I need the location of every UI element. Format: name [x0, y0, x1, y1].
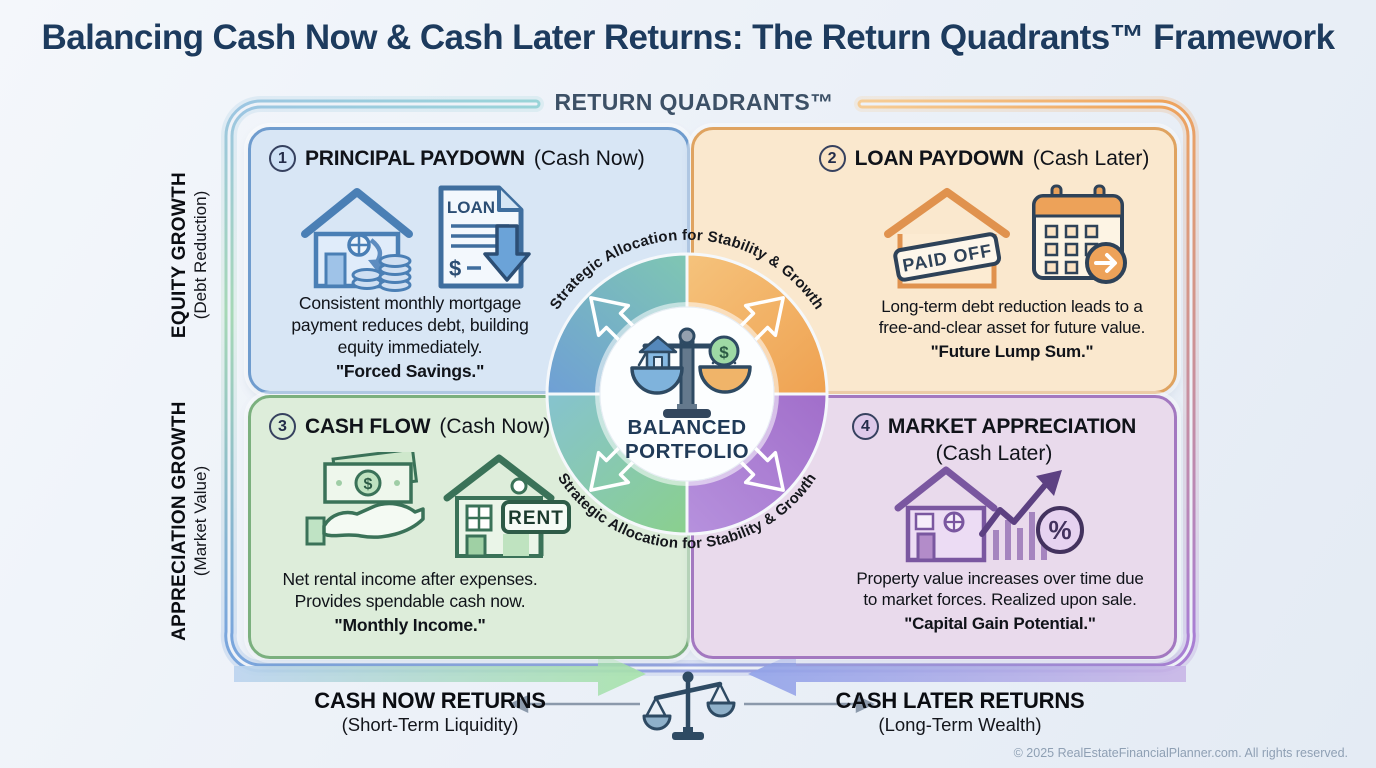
quadrant-4-header: 4 MARKET APPRECIATION (Cash Later) [694, 398, 1174, 466]
quadrant-4-description: Property value increases over time due t… [828, 568, 1172, 634]
quadrant-1-description: Consistent monthly mortgage payment redu… [251, 292, 569, 382]
loan-label: LOAN [447, 198, 495, 217]
desc-line: Property value increases over time due [856, 569, 1144, 588]
quadrant-market-appreciation: 4 MARKET APPRECIATION (Cash Later) [691, 395, 1177, 659]
quadrant-2-timing: (Cash Later) [1032, 146, 1150, 170]
quadrant-4-title: MARKET APPRECIATION [887, 414, 1137, 438]
quadrant-3-header: 3 CASH FLOW (Cash Now) [251, 398, 687, 440]
percent-glyph: % [1048, 515, 1071, 545]
axis-label-sub: (Long-Term Wealth) [878, 714, 1042, 735]
axis-label-cash-now-returns: CASH NOW RETURNS (Short-Term Liquidity) [280, 688, 580, 736]
desc-line: free-and-clear asset for future value. [878, 318, 1146, 338]
quadrant-3-timing: (Cash Now) [439, 414, 551, 438]
desc-line: payment reduces debt, building [291, 315, 529, 336]
desc-line: Long-term debt reduction leads to a [881, 297, 1143, 316]
quadrant-4-icons: % [894, 462, 1090, 564]
paid-off-house-icon: PAID OFF [884, 188, 1010, 289]
quadrant-3-quote: "Monthly Income." [334, 615, 486, 636]
rent-sign-label: RENT [508, 508, 564, 529]
rent-house-icon: RENT [443, 454, 571, 558]
axis-label-main: CASH NOW RETURNS [314, 688, 546, 713]
quadrant-3-icons: $ RENT [305, 452, 573, 562]
desc-line: Provides spendable cash now. [294, 591, 526, 612]
quadrant-2-number-badge: 2 [818, 145, 846, 172]
quadrant-1-timing: (Cash Now) [533, 146, 645, 170]
quadrant-3-description: Net rental income after expenses. Provid… [251, 568, 569, 636]
quadrant-cash-flow: 3 CASH FLOW (Cash Now) $ [248, 395, 690, 659]
quadrant-principal-paydown: 1 PRINCIPAL PAYDOWN (Cash Now) [248, 127, 690, 394]
page-title: Balancing Cash Now & Cash Later Returns:… [41, 18, 1335, 57]
axis-label-main: CASH LATER RETURNS [835, 688, 1085, 713]
quadrant-4-quote: "Capital Gain Potential." [904, 613, 1096, 633]
quadrant-1-icons: LOAN $ [297, 182, 537, 292]
quadrant-2-header: 2 LOAN PAYDOWN (Cash Later) [694, 130, 1174, 172]
desc-line: to market forces. Realized upon sale. [863, 590, 1137, 610]
axis-label-sub: (Debt Reduction) [191, 190, 210, 320]
quadrant-3-number-badge: 3 [269, 413, 296, 440]
quadrant-1-number-badge: 1 [269, 145, 296, 172]
loan-document-icon: LOAN $ [438, 185, 531, 289]
axis-label-main: EQUITY GROWTH [169, 171, 190, 339]
dollar-glyph: $ [364, 476, 373, 493]
quadrant-2-icons: PAID OFF [880, 184, 1130, 292]
quadrant-1-title: PRINCIPAL PAYDOWN [305, 146, 525, 170]
quadrant-4-number-badge: 4 [851, 413, 879, 440]
money-in-hand-icon: $ [305, 452, 425, 546]
quadrant-2-description: Long-term debt reduction leads to a free… [854, 296, 1170, 362]
quadrant-2-title: LOAN PAYDOWN [854, 146, 1024, 170]
axis-label-equity-growth: EQUITY GROWTH (Debt Reduction) [169, 105, 211, 405]
appreciation-chart-house-icon: % [894, 466, 1084, 563]
quadrant-1-header: 1 PRINCIPAL PAYDOWN (Cash Now) [251, 130, 687, 172]
quadrant-loan-paydown: 2 LOAN PAYDOWN (Cash Later) PAID OFF [691, 127, 1177, 394]
frame-title: RETURN QUADRANTS™ [554, 89, 834, 115]
desc-line: Consistent monthly mortgage [298, 293, 522, 313]
axis-label-cash-later-returns: CASH LATER RETURNS (Long-Term Wealth) [810, 688, 1110, 736]
desc-line: Net rental income after expenses. [282, 569, 538, 589]
axis-label-sub: (Short-Term Liquidity) [341, 714, 519, 735]
axis-label-appreciation-growth: APPRECIATION GROWTH (Market Value) [169, 371, 211, 671]
dollar-glyph: $ [449, 256, 461, 281]
calendar-future-icon [1032, 184, 1127, 284]
copyright-notice: © 2025 RealEstateFinancialPlanner.com. A… [1013, 746, 1348, 760]
quadrant-1-quote: "Forced Savings." [335, 361, 485, 382]
axis-label-sub: (Market Value) [191, 465, 210, 577]
quadrant-3-title: CASH FLOW [305, 414, 431, 438]
balance-scale-icon [642, 671, 736, 740]
quadrant-2-quote: "Future Lump Sum." [930, 341, 1094, 361]
desc-line: equity immediately. [337, 337, 483, 358]
house-equity-coins-icon [301, 188, 413, 292]
axis-label-main: APPRECIATION GROWTH [169, 401, 190, 641]
